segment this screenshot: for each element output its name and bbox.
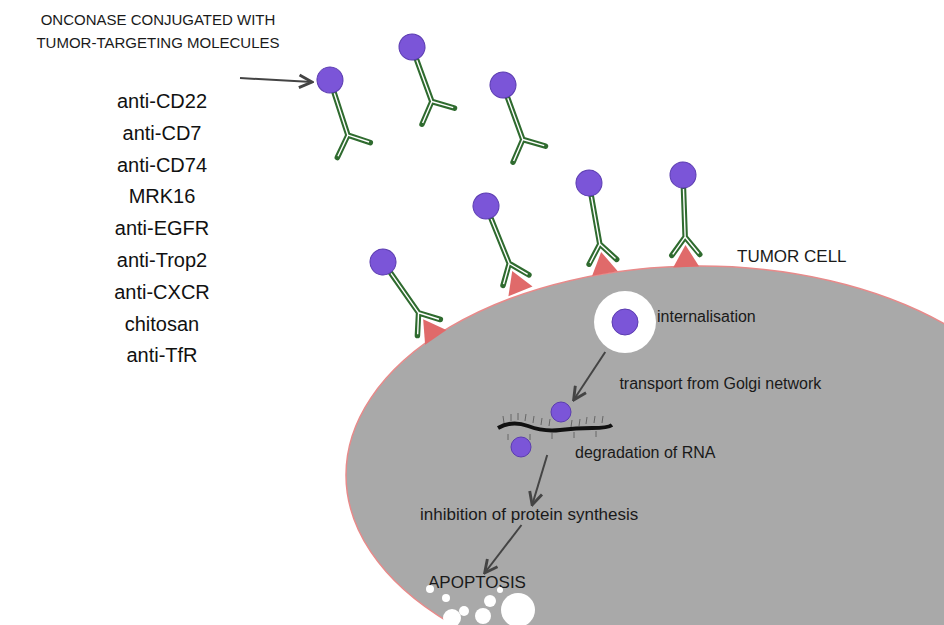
vesicle <box>594 291 656 353</box>
node-label: inhibition of protein synthesis <box>420 505 638 525</box>
free-conjugate <box>392 28 456 124</box>
apoptotic-bubble <box>442 594 450 602</box>
bound-conjugate <box>573 168 619 276</box>
free-conjugate <box>483 66 547 162</box>
apoptotic-bubble <box>475 608 491 624</box>
onconase-molecule <box>551 402 571 422</box>
targeting-molecule: anti-EGFR <box>52 215 272 241</box>
apoptotic-bubble <box>459 606 469 616</box>
targeting-molecule: anti-CD22 <box>52 88 272 114</box>
onconase-molecule <box>612 309 638 335</box>
rna-bases <box>503 413 603 440</box>
internalisation-vesicle: internalisation <box>595 292 655 352</box>
node-label: TUMOR CELL <box>737 247 847 267</box>
process-step: inhibition of protein synthesis <box>420 505 638 525</box>
bound-conjugate <box>468 189 533 297</box>
apoptotic-bubble <box>497 587 503 593</box>
edge-label: transport from Golgi network <box>619 374 821 394</box>
cell-membrane <box>346 266 944 625</box>
node-label: degradation of RNA <box>575 443 716 463</box>
onconase-molecule <box>511 437 531 457</box>
flow-arrow <box>485 525 522 573</box>
outcome-step: APOPTOSIS <box>428 573 526 593</box>
free-conjugate <box>310 62 372 158</box>
node-label: APOPTOSIS <box>428 573 526 593</box>
targeting-molecule: anti-CXCR <box>52 279 272 305</box>
apoptotic-bubble <box>426 585 434 593</box>
apoptotic-bubble <box>501 593 535 625</box>
rna-degradation: degradation of RNA <box>498 400 613 455</box>
targeting-molecule: chitosan <box>52 311 272 337</box>
bound-conjugate <box>364 243 447 345</box>
targeting-molecule: MRK16 <box>52 183 272 209</box>
apoptotic-bubble <box>443 609 461 625</box>
pointer-arrow <box>240 78 312 82</box>
targeting-molecule: anti-Trop2 <box>52 247 272 273</box>
bound-conjugate <box>669 162 701 268</box>
targeting-molecule: anti-CD74 <box>52 152 272 178</box>
rna-strand <box>498 423 612 430</box>
targeting-molecule: anti-CD7 <box>52 120 272 146</box>
apoptotic-bubble <box>484 595 496 607</box>
targeting-molecule: anti-TfR <box>52 342 272 368</box>
flow-arrow <box>574 352 606 400</box>
flow-arrow <box>532 455 547 505</box>
heading: ONCONASE CONJUGATED WITH TUMOR-TARGETING… <box>24 8 292 54</box>
tumor-cell: TUMOR CELLinternalisationdegradation of … <box>345 265 944 625</box>
node-label: internalisation <box>657 307 756 327</box>
